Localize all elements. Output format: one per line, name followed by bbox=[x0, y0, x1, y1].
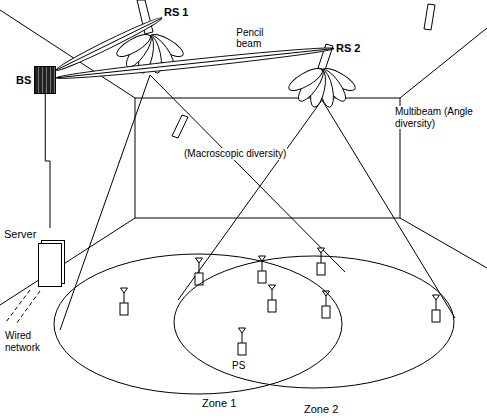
radio-link bbox=[56, 18, 162, 70]
station-label: BS bbox=[16, 74, 31, 87]
wired-network-line bbox=[6, 290, 30, 322]
pencil-beams bbox=[55, 14, 335, 81]
zone-outline bbox=[172, 254, 457, 418]
floor-edge bbox=[400, 218, 487, 268]
coverage-line bbox=[60, 75, 150, 330]
antenna-pole bbox=[424, 4, 435, 30]
station-label: RS 1 bbox=[162, 5, 190, 20]
wired-network-line bbox=[16, 291, 40, 324]
antenna-pole bbox=[172, 115, 188, 138]
portable-station bbox=[195, 258, 203, 285]
radio-link bbox=[56, 49, 334, 78]
beam-lobe bbox=[286, 64, 325, 94]
portable-station bbox=[432, 295, 440, 322]
zone-outline bbox=[52, 252, 344, 418]
station-label: RS 2 bbox=[334, 41, 362, 56]
radio-station: RS 2 bbox=[334, 38, 362, 56]
floor-edge bbox=[0, 218, 135, 305]
ceiling-edge bbox=[0, 10, 135, 98]
beam-note: Multibeam (Angle diversity) bbox=[394, 106, 486, 129]
ceiling-edge bbox=[400, 28, 487, 98]
coverage-line bbox=[322, 100, 455, 318]
back-wall bbox=[135, 98, 400, 218]
coverage-zone: Zone 2 bbox=[172, 254, 457, 418]
server-label: Server bbox=[4, 228, 36, 241]
portable-station bbox=[238, 328, 246, 355]
coverage-zone: Zone 1 bbox=[52, 252, 344, 418]
base-station-unit bbox=[34, 66, 56, 94]
station-label: PS bbox=[231, 360, 246, 372]
zone-label: Zone 2 bbox=[304, 403, 338, 416]
zone-ellipse bbox=[174, 256, 454, 388]
portable-station bbox=[317, 248, 325, 275]
zone-label: Zone 1 bbox=[202, 397, 236, 410]
radio-station: RS 1 bbox=[162, 2, 190, 20]
diversity-note: (Macroscopic diversity) bbox=[183, 148, 287, 160]
server-unit bbox=[38, 243, 62, 287]
network-label: Wired network bbox=[4, 330, 54, 353]
zone-ellipse bbox=[54, 254, 342, 394]
portable-station bbox=[120, 288, 128, 315]
coverage-line bbox=[178, 100, 322, 300]
portable-station bbox=[268, 285, 276, 312]
beam-label: Pencil beam bbox=[235, 27, 277, 50]
server-box: Server bbox=[4, 228, 62, 287]
wired-link bbox=[45, 94, 50, 228]
base-station: BS bbox=[16, 66, 56, 94]
